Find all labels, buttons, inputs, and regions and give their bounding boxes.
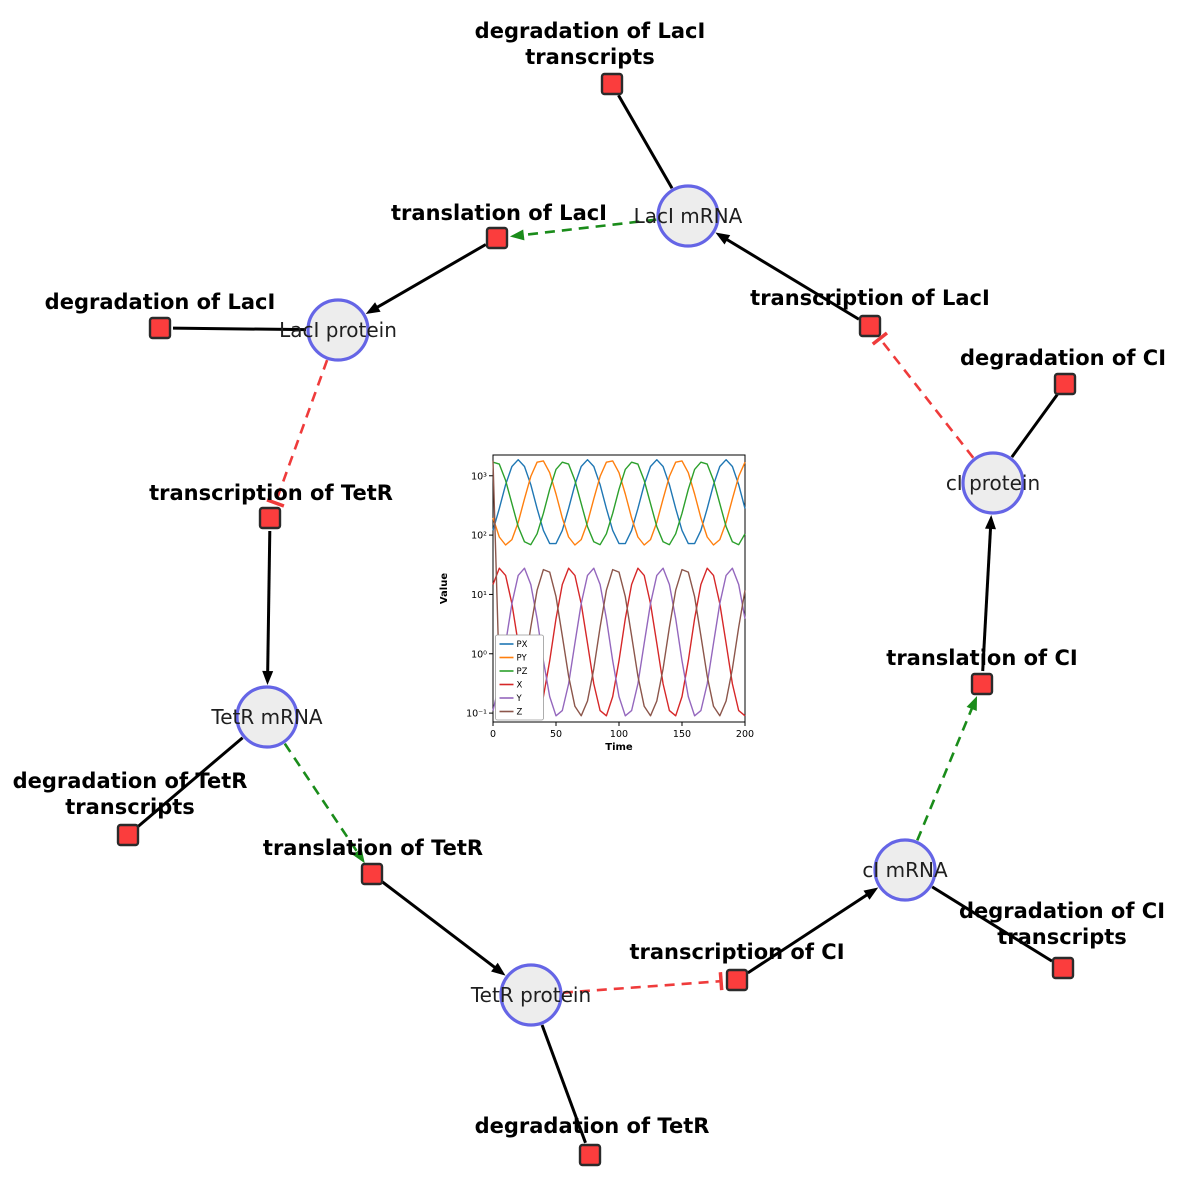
arrowhead-icon [262,670,274,686]
y-axis-label: Value [439,573,450,604]
edge-cI_protein-deg_cI [1010,393,1059,459]
reaction-node-deg_tetR_tx [116,823,140,847]
reaction-label-tx_lacI: transcription of LacI [750,286,990,310]
chart-series-PY [492,460,746,546]
edge-tx_tetR-tetR_mRNA [266,530,272,675]
species-label-lacI_protein: LacI protein [279,318,397,342]
y-tick-label: 10⁰ [471,649,487,660]
edge-transl_lacI-lacI_protein [374,243,487,310]
reaction-node-deg_tetR [578,1143,602,1167]
reaction-node-tx_lacI [858,314,882,338]
edge-lacI_mRNA-transl_lacI [520,218,657,237]
legend-label-X: X [517,681,523,691]
x-tick-label: 50 [550,729,562,740]
reaction-node-deg_cI_tx [1051,956,1075,980]
reaction-label-transl_lacI: translation of LacI [391,201,607,225]
chart-series-PZ [492,461,746,546]
species-node-lacI_protein [306,298,370,362]
inhibition-tee-icon [871,331,889,346]
reaction-node-deg_lacI_tx [600,72,624,96]
reaction-label-deg_cI: degradation of CI [960,346,1166,370]
legend-label-PX: PX [517,640,528,650]
reaction-node-deg_lacI [148,316,172,340]
species-node-tetR_mRNA [235,685,299,749]
y-tick-label: 10² [471,531,487,542]
arrowhead-icon [352,848,365,864]
arrowhead-icon [491,962,506,976]
inhibition-tee-icon [718,972,724,991]
y-tick-label: 10⁻¹ [466,709,487,720]
species-label-tetR_protein: TetR protein [470,983,591,1007]
x-axis-label: Time [605,742,633,753]
reaction-label-transl_tetR: translation of TetR [263,836,483,860]
edge-tetR_mRNA-deg_tetR_tx [136,736,244,828]
species-label-cI_protein: cI protein [946,471,1040,495]
edge-cI_protein-tx_lacI [879,338,975,459]
x-tick-label: 100 [610,729,628,740]
reaction-node-transl_lacI [485,226,509,250]
edge-cI_mRNA-deg_cI_tx [931,885,1053,963]
legend-label-Z: Z [517,708,523,718]
species-label-lacI_mRNA: LacI mRNA [634,204,743,228]
edge-tetR_protein-tx_cI [562,979,721,994]
inhibition-tee-icon [266,498,285,508]
species-node-cI_protein [961,451,1025,515]
edge-tx_cI-cI_mRNA [747,892,870,975]
reaction-label-transl_cI: translation of CI [886,646,1077,670]
arrowhead-icon [966,696,978,712]
species-node-lacI_mRNA [656,184,720,248]
edge-lacI_protein-tx_tetR [274,359,329,503]
species-node-cI_mRNA [873,838,937,902]
arrowhead-icon [365,302,381,314]
legend-label-PZ: PZ [517,667,528,677]
edge-tetR_mRNA-transl_tetR [283,742,360,855]
species-label-tetR_mRNA: TetR mRNA [210,705,323,729]
edge-transl_tetR-tetR_protein [381,880,498,971]
y-tick-label: 10³ [471,471,487,482]
x-tick-label: 150 [673,729,691,740]
edge-lacI_protein-deg_lacI [172,326,307,332]
reaction-label-deg_lacI: degradation of LacI [45,290,276,314]
edge-tetR_protein-deg_tetR [540,1024,587,1144]
reaction-label-tx_tetR: transcription of TetR [149,481,393,505]
edge-transl_cI-cI_protein [981,525,993,672]
x-tick-label: 200 [736,729,754,740]
reaction-node-transl_cI [970,672,994,696]
arrowhead-icon [509,229,525,241]
legend-label-PY: PY [517,654,528,664]
nodes-layer [116,72,1077,1167]
legend-label-Y: Y [516,694,523,704]
reaction-node-tx_cI [725,968,749,992]
edge-lacI_mRNA-deg_lacI_tx [617,94,674,190]
chart-series-Z [492,460,746,717]
x-tick-label: 0 [490,729,496,740]
reaction-node-transl_tetR [360,862,384,886]
arrowhead-icon [863,887,879,900]
reaction-node-tx_tetR [258,506,282,530]
species-label-cI_mRNA: cI mRNA [862,858,948,882]
y-tick-label: 10¹ [471,590,487,601]
reaction-label-deg_tetR: degradation of TetR [475,1114,710,1138]
reaction-label-tx_cI: transcription of CI [629,940,844,964]
arrowhead-icon [984,514,996,530]
chart-series-Y [492,567,746,717]
edges-layer [136,94,1059,1144]
species-node-tetR_protein [499,963,563,1027]
reaction-node-deg_cI [1053,372,1077,396]
edge-tx_lacI-lacI_mRNA [724,236,860,321]
arrowhead-icon [715,232,731,245]
edge-cI_mRNA-transl_cI [916,705,975,841]
